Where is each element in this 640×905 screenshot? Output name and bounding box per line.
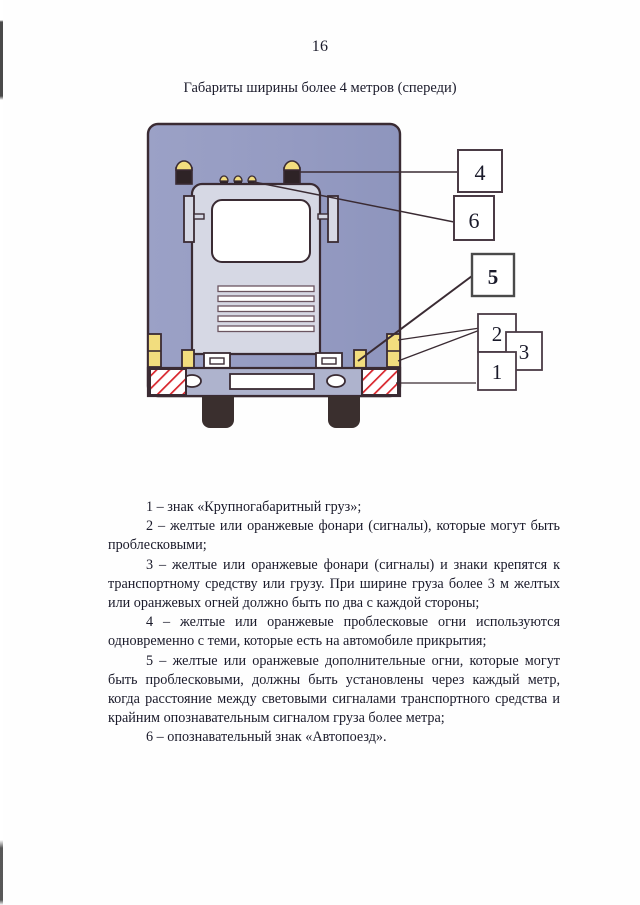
legend-item-3: 3 – желтые или оранжевые фонари (сигналы… [108,556,560,612]
scan-edge-artifact [0,0,3,905]
callout-box-1[interactable]: 1 [477,351,517,391]
roof-beacon-left [175,160,193,185]
callout-box-6[interactable]: 6 [453,195,495,241]
callout-6-label: 6 [469,208,480,233]
bumper [146,366,402,398]
legend-item-6: 6 – опознавательный знак «Автопоезд». [146,729,387,746]
callout-box-5[interactable]: 5 [470,252,516,298]
mirror-right [317,195,339,243]
figure-caption: Габариты ширины более 4 метров (спереди) [183,80,457,96]
license-plate [229,373,315,390]
additional-lamp-left [181,349,195,369]
autopoezd-sign-lamps [219,175,257,186]
callout-3-label: 3 [519,340,530,364]
oversize-load-sign-right [361,368,399,396]
leader-line-2b [397,329,481,362]
callout-1-label: 1 [492,360,503,384]
windshield [211,199,311,263]
legend-text-block: 1 – знак «Крупногабаритный груз»; 2 – же… [108,498,560,748]
legend-item-1: 1 – знак «Крупногабаритный груз»; [146,499,362,515]
legend-item-4: 4 – желтые или оранжевые проблесковые ог… [108,614,560,650]
leader-line-5 [357,275,473,362]
fog-lamp-right [326,374,346,388]
oversize-load-sign-left [149,368,187,396]
legend-item-2: 2 – желтые или оранжевые фонари (сигналы… [108,518,560,554]
grille-slats [217,285,315,333]
truck-diagram-svg: 4 6 5 2 3 1 [146,122,543,428]
wheels [202,396,360,428]
callout-5-label: 5 [488,265,499,289]
page-number: 16 [311,38,329,55]
callout-box-4[interactable]: 4 [457,149,503,193]
roof-beacon-right [283,160,301,185]
corner-lamp-outer-left [147,333,162,368]
side-marker-left [203,352,231,370]
leader-line-6 [253,181,455,223]
mirror-left [183,195,205,243]
truck-diagram-figure: 4 6 5 2 3 1 [140,118,560,438]
side-marker-right [315,352,343,370]
callout-leader-lines [253,171,481,384]
callout-4-label: 4 [475,160,486,185]
callout-2-label: 2 [492,322,503,346]
leader-line-2a [397,327,481,341]
legend-item-5: 5 – желтые или оранжевые дополнительные … [108,652,560,727]
